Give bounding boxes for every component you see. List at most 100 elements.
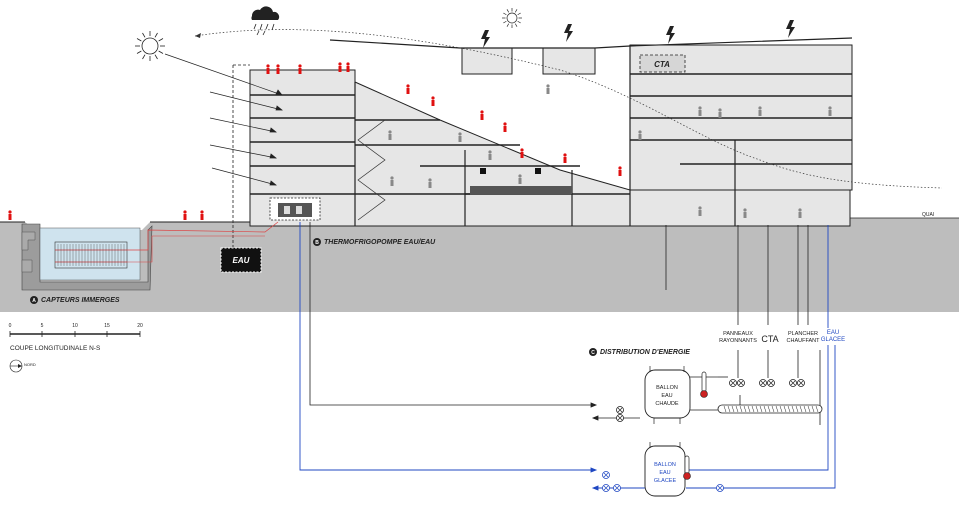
svg-text:EAU: EAU bbox=[661, 393, 672, 399]
person-figure bbox=[458, 132, 462, 142]
person-figure bbox=[390, 176, 394, 186]
north-arrow-icon bbox=[9, 359, 23, 373]
person-figure bbox=[563, 153, 567, 163]
panneaux-label-2: RAYONNANTS bbox=[719, 338, 757, 344]
person-figure bbox=[758, 106, 762, 116]
floor-slabs bbox=[250, 73, 852, 195]
person-figure bbox=[698, 206, 702, 216]
person-figure bbox=[698, 106, 702, 116]
pump-icon bbox=[759, 379, 767, 387]
pump-icon bbox=[616, 406, 624, 414]
thermo-label: THERMOFRIGOPOMPE EAU/EAU bbox=[324, 239, 436, 246]
person-figure bbox=[546, 84, 550, 94]
collector-pipe-return bbox=[127, 235, 265, 263]
person-figure bbox=[183, 210, 187, 220]
lightning-icons bbox=[481, 20, 795, 48]
scale-tick: 20 bbox=[137, 323, 143, 329]
stairs bbox=[357, 119, 386, 221]
person-figure bbox=[798, 208, 802, 218]
basin-steps bbox=[21, 231, 36, 273]
eau-box bbox=[220, 247, 262, 273]
person-figure bbox=[388, 130, 392, 140]
person-figure bbox=[618, 166, 622, 176]
person-figure bbox=[638, 130, 642, 140]
panneaux-label: PANNEAUX bbox=[723, 331, 753, 337]
chilled-water-tank: BALLON EAU GLACEE bbox=[644, 442, 686, 497]
person-figure bbox=[298, 64, 302, 74]
eau-glacee-label: EAU bbox=[827, 330, 839, 336]
sun-icon bbox=[135, 31, 165, 61]
scale-tick: 0 bbox=[9, 323, 12, 329]
person-figure bbox=[743, 208, 747, 218]
pump-icon bbox=[602, 484, 610, 492]
pump-icon bbox=[616, 414, 624, 422]
pump-icon bbox=[602, 471, 610, 479]
technical-band bbox=[470, 186, 572, 194]
person-figure bbox=[276, 64, 280, 74]
svg-text:BALLON: BALLON bbox=[654, 462, 676, 468]
svg-text:GLACEE: GLACEE bbox=[654, 478, 677, 484]
cta-roof-label: CTA bbox=[654, 60, 670, 69]
svg-text:C: C bbox=[591, 350, 595, 356]
scale-tick: 15 bbox=[104, 323, 110, 329]
ground bbox=[0, 217, 959, 312]
pump-icon bbox=[797, 379, 805, 387]
pump-icon bbox=[737, 379, 745, 387]
immersed-collectors bbox=[54, 241, 128, 269]
hot-water-tank: BALLON EAU CHAUDE bbox=[644, 366, 691, 424]
pump-icon bbox=[789, 379, 797, 387]
plancher-label-2: CHAUFFANT bbox=[787, 338, 821, 344]
person-figure bbox=[718, 108, 722, 118]
cta-roof-box bbox=[639, 54, 686, 73]
columns bbox=[354, 45, 736, 226]
pump-icons bbox=[602, 379, 805, 492]
pump-icon bbox=[716, 484, 724, 492]
pump-icon bbox=[613, 484, 621, 492]
air-flow-path bbox=[194, 29, 943, 189]
plancher-label: PLANCHER bbox=[788, 331, 818, 337]
sun-icon-small bbox=[502, 8, 522, 28]
capteurs-label: CAPTEURS IMMERGES bbox=[41, 297, 120, 304]
capteurs-label-group: A CAPTEURS IMMERGES bbox=[30, 296, 120, 304]
scale-tick: 10 bbox=[72, 323, 78, 329]
svg-text:CHAUDE: CHAUDE bbox=[655, 401, 679, 407]
person-figure bbox=[488, 150, 492, 160]
heat-pump-unit bbox=[269, 197, 321, 221]
pump-icon bbox=[767, 379, 775, 387]
quai-label: QUAI bbox=[922, 212, 934, 218]
people bbox=[8, 62, 832, 220]
person-figure bbox=[828, 106, 832, 116]
svg-text:B: B bbox=[315, 240, 319, 246]
rain-cloud-icon bbox=[251, 6, 280, 36]
solar-ray-arrows bbox=[164, 53, 283, 186]
pump-icon bbox=[729, 379, 737, 387]
eau-glacee-label-2: GLACEE bbox=[821, 337, 845, 343]
person-figure bbox=[406, 84, 410, 94]
heat-exchanger bbox=[717, 404, 823, 414]
svg-text:BALLON: BALLON bbox=[656, 385, 678, 391]
coupe-title: COUPE LONGITUDINALE N-S bbox=[10, 345, 101, 352]
person-figure bbox=[518, 174, 522, 184]
thermometer-icon-cold bbox=[683, 455, 691, 480]
collector-pipe-hot bbox=[127, 221, 279, 251]
water-basin bbox=[21, 223, 153, 291]
person-figure bbox=[503, 122, 507, 132]
thermometer-icon bbox=[700, 371, 708, 398]
chilled-water-circuit bbox=[299, 222, 836, 491]
thermo-label-group: B THERMOFRIGOPOMPE EAU/EAU bbox=[313, 238, 436, 246]
person-figure bbox=[266, 64, 270, 74]
nord-label: NORD bbox=[24, 362, 36, 367]
building-section: CTA bbox=[8, 20, 853, 227]
person-figure bbox=[520, 148, 524, 158]
eau-label: EAU bbox=[233, 256, 250, 265]
person-figure bbox=[8, 210, 12, 220]
person-figure bbox=[200, 210, 204, 220]
scale-bar: 0 5 10 15 20 bbox=[9, 323, 143, 337]
person-figure bbox=[431, 96, 435, 106]
person-figure bbox=[428, 178, 432, 188]
person-figure bbox=[480, 110, 484, 120]
distribution-label: DISTRIBUTION D'ENERGIE bbox=[600, 349, 690, 356]
person-figure bbox=[346, 62, 350, 72]
